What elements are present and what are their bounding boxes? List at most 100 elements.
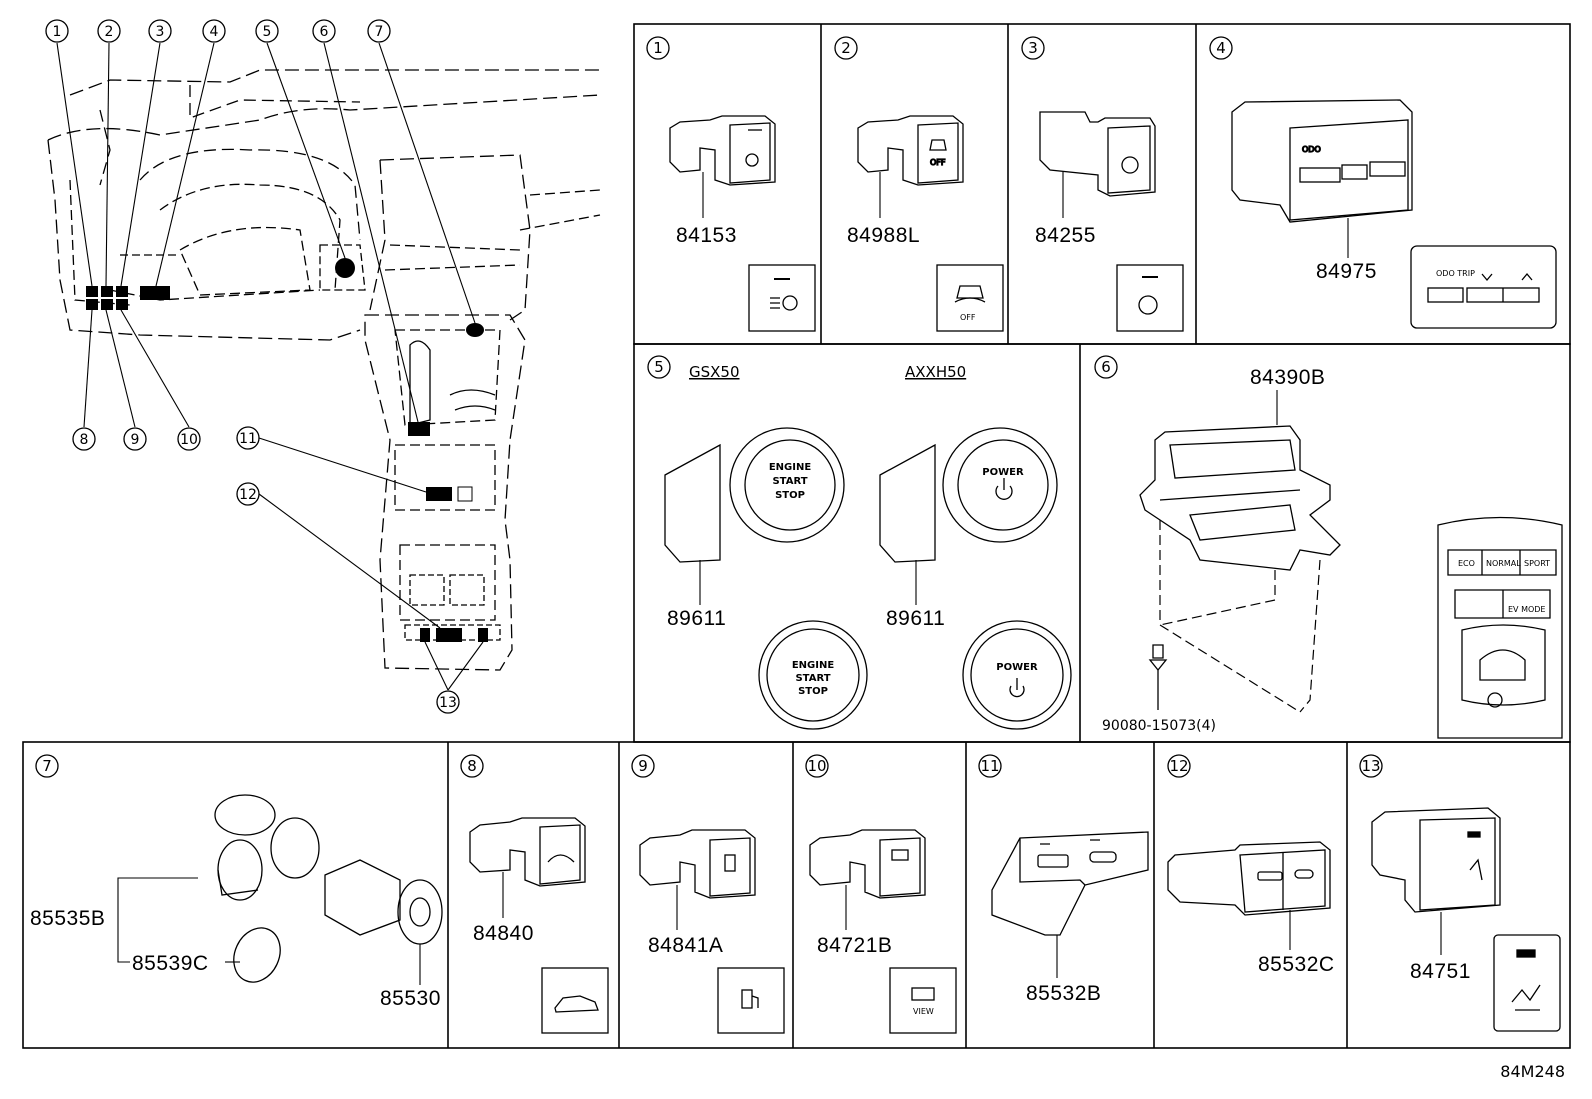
svg-text:12: 12 <box>239 487 257 503</box>
callout-6: 6 <box>312 19 336 43</box>
panel-1: 1 84153 <box>646 36 816 332</box>
push-start-switch-left <box>664 427 845 563</box>
svg-text:85532C: 85532C <box>1258 953 1335 976</box>
switch-84153 <box>669 115 776 186</box>
svg-text:OFF: OFF <box>930 158 946 167</box>
svg-text:7: 7 <box>375 24 384 40</box>
svg-text:90080-15073(4): 90080-15073(4) <box>1102 718 1216 734</box>
svg-text:3: 3 <box>1028 39 1038 57</box>
power-outlet-lid <box>214 794 320 983</box>
shift-lever-assembly <box>1139 425 1341 571</box>
svg-text:13: 13 <box>439 695 457 711</box>
bolt <box>1148 644 1168 710</box>
panel-8: 8 84840 <box>460 754 609 1034</box>
svg-text:START: START <box>772 476 807 487</box>
icon-box-9 <box>717 967 785 1034</box>
icon-box-8 <box>541 967 609 1034</box>
svg-text:11: 11 <box>980 757 999 775</box>
svg-text:84751: 84751 <box>1410 960 1471 983</box>
callout-12: 12 <box>236 482 260 506</box>
overview-leaders <box>56 42 484 691</box>
svg-text:4: 4 <box>1216 39 1226 57</box>
panel-grid <box>22 23 1571 1049</box>
switch-84721B <box>809 829 926 899</box>
svg-text:ODO TRIP: ODO TRIP <box>1436 269 1475 278</box>
svg-text:POWER: POWER <box>996 662 1038 673</box>
svg-text:2: 2 <box>105 24 114 40</box>
callout-5: 5 <box>255 19 279 43</box>
callout-3: 3 <box>148 19 172 43</box>
callout-4: 4 <box>202 19 226 43</box>
svg-text:ENGINE: ENGINE <box>769 462 811 473</box>
svg-text:POWER: POWER <box>982 467 1024 478</box>
callout-13: 13 <box>436 690 460 714</box>
panel-9: 9 84841A <box>631 754 785 1034</box>
svg-text:GSX50: GSX50 <box>689 363 740 381</box>
svg-text:13: 13 <box>1361 757 1380 775</box>
panel-13: 13 84751 <box>1359 754 1561 1032</box>
svg-text:1: 1 <box>53 24 62 40</box>
panel-11: 11 85532B <box>978 754 1149 1005</box>
callout-7: 7 <box>367 19 391 43</box>
panel-7: 7 85535B 85539C 85530 <box>30 754 443 1010</box>
svg-text:11: 11 <box>239 431 257 447</box>
svg-text:ENGINE: ENGINE <box>792 660 834 671</box>
svg-text:10: 10 <box>180 432 198 448</box>
switch-84975: ODO <box>1231 99 1413 223</box>
svg-text:12: 12 <box>1169 757 1188 775</box>
button-face-left <box>758 620 868 730</box>
svg-text:84841A: 84841A <box>648 934 723 957</box>
dashed-mounting-lines <box>1159 520 1321 713</box>
svg-text:10: 10 <box>807 757 826 775</box>
callout-2: 2 <box>97 19 121 43</box>
svg-text:8: 8 <box>80 432 89 448</box>
callout-8: 8 <box>72 427 96 451</box>
svg-text:6: 6 <box>320 24 329 40</box>
svg-text:AXXH50: AXXH50 <box>905 363 966 381</box>
svg-text:84840: 84840 <box>473 922 534 945</box>
svg-text:84721B: 84721B <box>817 934 892 957</box>
dashboard-overview <box>47 69 601 671</box>
usb-port-85532B <box>991 831 1149 936</box>
icon-box-4 <box>1410 245 1557 329</box>
svg-text:EV MODE: EV MODE <box>1508 605 1545 614</box>
svg-text:1: 1 <box>653 39 663 57</box>
svg-text:84255: 84255 <box>1035 224 1096 247</box>
diagram-code: 84M248 <box>1500 1062 1565 1081</box>
icon-box-3 <box>1116 264 1184 332</box>
callout-10: 10 <box>177 427 201 451</box>
svg-text:STOP: STOP <box>798 686 828 697</box>
push-start-switch-right <box>879 427 1058 563</box>
svg-text:5: 5 <box>263 24 272 40</box>
callout-11: 11 <box>236 426 260 450</box>
panel-2: 2 OFF 84988L OFF <box>834 36 1004 332</box>
svg-text:85539C: 85539C <box>132 952 209 975</box>
svg-text:5: 5 <box>654 358 664 376</box>
svg-text:84390B: 84390B <box>1250 366 1325 389</box>
svg-text:VIEW: VIEW <box>913 1007 934 1016</box>
svg-text:89611: 89611 <box>667 607 726 630</box>
switch-84841A <box>639 829 756 899</box>
svg-text:2: 2 <box>841 39 851 57</box>
svg-text:9: 9 <box>131 432 140 448</box>
icon-box-1 <box>748 264 816 332</box>
panel-4: 4 ODO 84975 ODO TRIP <box>1209 36 1557 329</box>
callout-1: 1 <box>45 19 69 43</box>
panel-10: 10 84721B VIEW <box>805 754 957 1034</box>
svg-text:4: 4 <box>210 24 219 40</box>
svg-text:84988L: 84988L <box>847 224 920 247</box>
button-face-right <box>962 620 1072 730</box>
svg-text:ECO: ECO <box>1458 559 1475 568</box>
switch-84751 <box>1371 807 1501 913</box>
callout-9: 9 <box>123 427 147 451</box>
svg-text:85530: 85530 <box>380 987 441 1010</box>
svg-text:STOP: STOP <box>775 490 805 501</box>
svg-text:8: 8 <box>467 757 477 775</box>
svg-text:NORMAL: NORMAL <box>1486 559 1521 568</box>
shift-panel-inset <box>1437 516 1563 739</box>
svg-text:SPORT: SPORT <box>1524 559 1550 568</box>
panel-3: 3 84255 <box>1021 36 1184 332</box>
power-outlet-socket <box>324 859 443 945</box>
svg-text:84153: 84153 <box>676 224 737 247</box>
